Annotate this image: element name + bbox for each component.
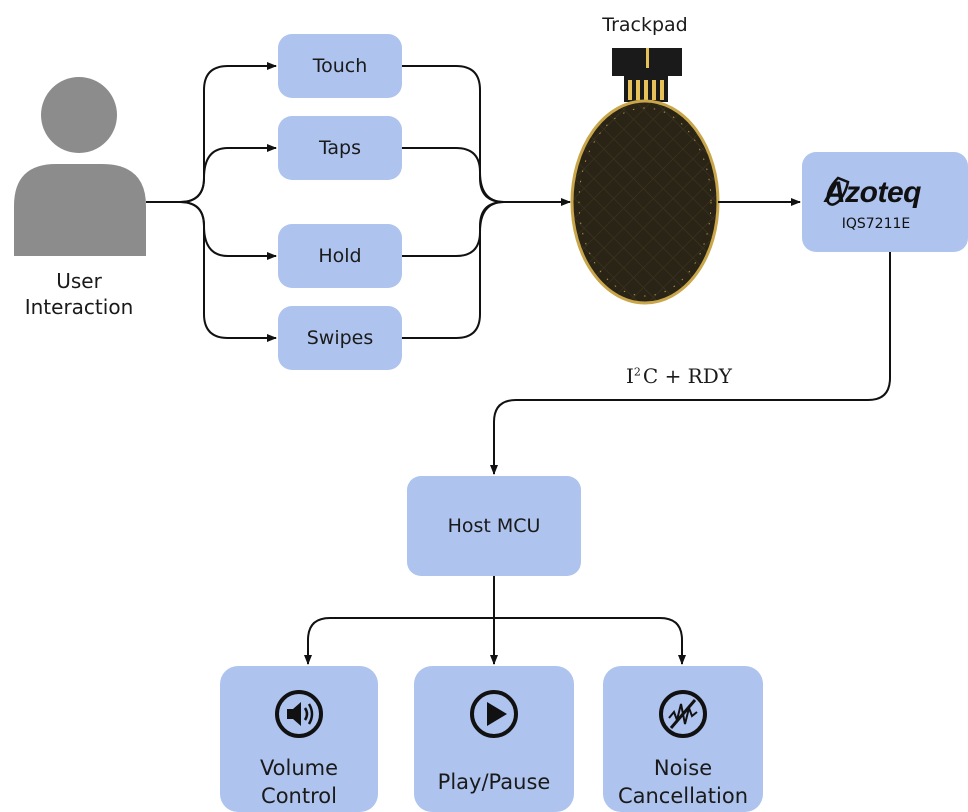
user-to-gesture-connectors bbox=[146, 62, 277, 342]
host-node bbox=[407, 476, 581, 576]
controller-node bbox=[802, 152, 968, 252]
noise-cancel-icon bbox=[659, 690, 707, 738]
output-label-volume: Volume Control bbox=[259, 756, 339, 808]
trackpad-connector-tail bbox=[612, 48, 682, 102]
play-icon bbox=[470, 690, 518, 738]
trackpad-label: Trackpad bbox=[602, 14, 688, 36]
gesture-node-swipes: Swipes bbox=[278, 306, 402, 370]
azoteq-logo-icon bbox=[826, 176, 850, 206]
controller-chip: IQS7211E bbox=[841, 216, 911, 232]
host-to-output-connectors bbox=[304, 576, 686, 665]
gesture-label: Touch bbox=[312, 55, 368, 77]
output-node-volume bbox=[220, 666, 378, 812]
bus-label-suffix: C + RDY bbox=[642, 364, 732, 388]
host-label: Host MCU bbox=[447, 515, 541, 537]
gesture-node-touch: Touch bbox=[278, 34, 402, 98]
speaker-icon bbox=[275, 690, 323, 738]
gesture-label: Hold bbox=[318, 245, 362, 267]
user-person-icon bbox=[14, 77, 146, 256]
output-label-play: Play/Pause bbox=[437, 770, 551, 794]
host-label-box: Host MCU bbox=[407, 476, 581, 576]
output-node-noise bbox=[603, 666, 763, 812]
gesture-node-taps: Taps bbox=[278, 116, 402, 180]
gesture-node-hold: Hold bbox=[278, 224, 402, 288]
gesture-label: Taps bbox=[318, 137, 362, 159]
trackpad-sensor bbox=[570, 99, 720, 305]
bus-label-prefix: I bbox=[626, 364, 634, 388]
output-label-noise: Noise Cancellation bbox=[617, 756, 749, 808]
gesture-label: Swipes bbox=[306, 327, 374, 349]
bus-label-sup: 2 bbox=[633, 365, 641, 379]
user-label: User Interaction bbox=[24, 269, 134, 319]
output-node-play bbox=[414, 666, 574, 812]
bus-connector bbox=[490, 252, 891, 475]
gesture-to-trackpad-connectors bbox=[402, 65, 571, 339]
controller-brand: Azoteq bbox=[824, 176, 922, 209]
